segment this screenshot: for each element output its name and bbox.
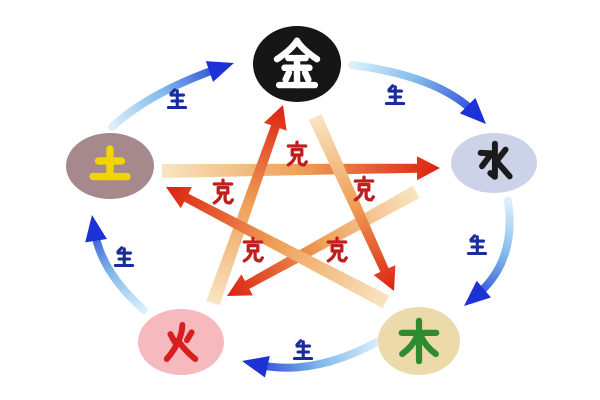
element-node-earth [66, 133, 154, 199]
element-node-wood [378, 307, 460, 375]
sheng-label [294, 340, 312, 359]
sheng-arrowhead [464, 280, 491, 306]
sheng-label [168, 89, 186, 108]
sheng-arrow-shaft [472, 197, 514, 300]
element-nodes-layer [66, 26, 537, 375]
sheng-arrowhead [459, 97, 486, 124]
sheng-label [468, 235, 486, 254]
ke-arrow-metal-to-wood [308, 114, 396, 291]
sheng-arrow-wood-to-fire [242, 337, 383, 378]
sheng-arrow-shaft [90, 226, 148, 314]
ke-arrow-wood-to-earth [166, 187, 390, 309]
ke-arrow-water-to-fire [227, 185, 420, 296]
sheng-arrowhead [205, 61, 234, 82]
element-node-metal [253, 26, 341, 102]
ke-label [214, 179, 233, 204]
sheng-arrow-shaft [348, 61, 479, 117]
ke-arrow-fire-to-metal [206, 105, 287, 306]
sheng-arrow-metal-to-water [348, 61, 486, 124]
sheng-arrow-water-to-wood [464, 197, 514, 306]
sheng-arrow-earth-to-metal [108, 61, 234, 131]
sheng-arrowhead [85, 215, 107, 243]
ke-label [355, 176, 374, 201]
sheng-arrowhead [242, 355, 270, 378]
overcoming-cycle-layer [161, 105, 440, 309]
ke-label [244, 237, 263, 262]
sheng-label [386, 85, 404, 104]
element-node-water [451, 133, 537, 193]
sheng-arrow-fire-to-earth [85, 215, 148, 314]
sheng-arrow-shaft [253, 337, 383, 372]
generating-cycle-layer [85, 61, 514, 378]
sheng-label [115, 247, 133, 266]
ke-label [288, 141, 307, 166]
element-node-fire [138, 309, 224, 375]
ke-label [328, 237, 347, 262]
ke-arrow-earth-to-water [161, 156, 440, 181]
sheng-arrow-shaft [108, 64, 223, 131]
